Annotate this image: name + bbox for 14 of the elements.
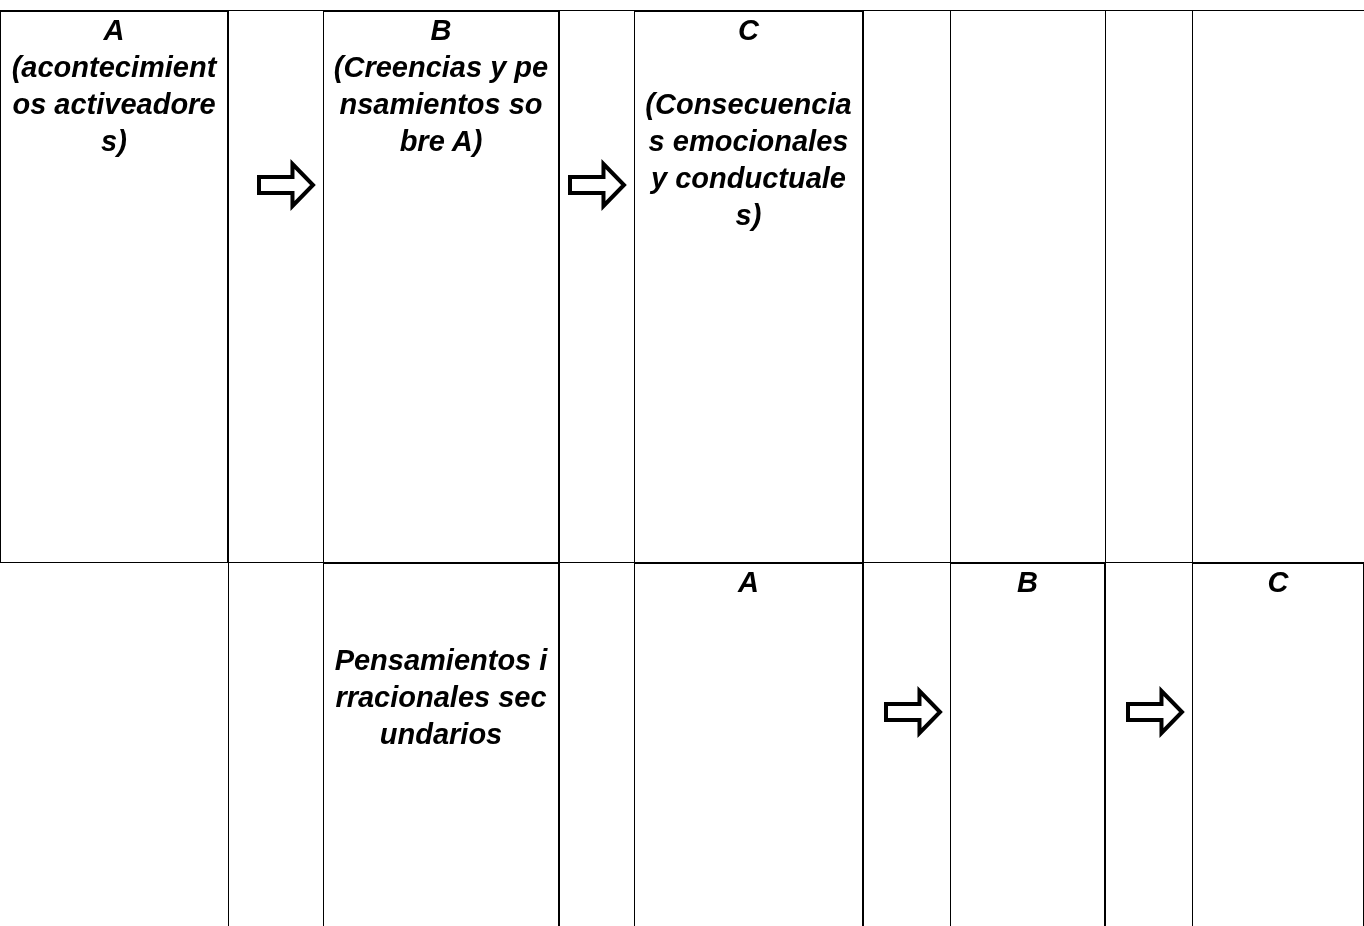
cell-text: Pensamientos irracionales secundarios [333, 643, 549, 752]
cell-text: (Creencias y pensamientos sobre A) [332, 50, 550, 159]
block-arrow [1126, 686, 1185, 738]
cell-heading: A [102, 13, 126, 48]
cell-heading: C [737, 13, 760, 48]
cell-text: (acontecimientos activeadores) [10, 50, 219, 159]
cell-text: A [736, 565, 760, 600]
cell-text: (Consecuencias emocionales y conductuales) [644, 87, 853, 233]
cell-heading: B [429, 13, 453, 48]
block-arrow [568, 159, 627, 211]
block-arrow [884, 686, 943, 738]
cell-text: C [1266, 565, 1290, 600]
block-arrow [257, 159, 316, 211]
cell-text: B [1016, 565, 1039, 600]
